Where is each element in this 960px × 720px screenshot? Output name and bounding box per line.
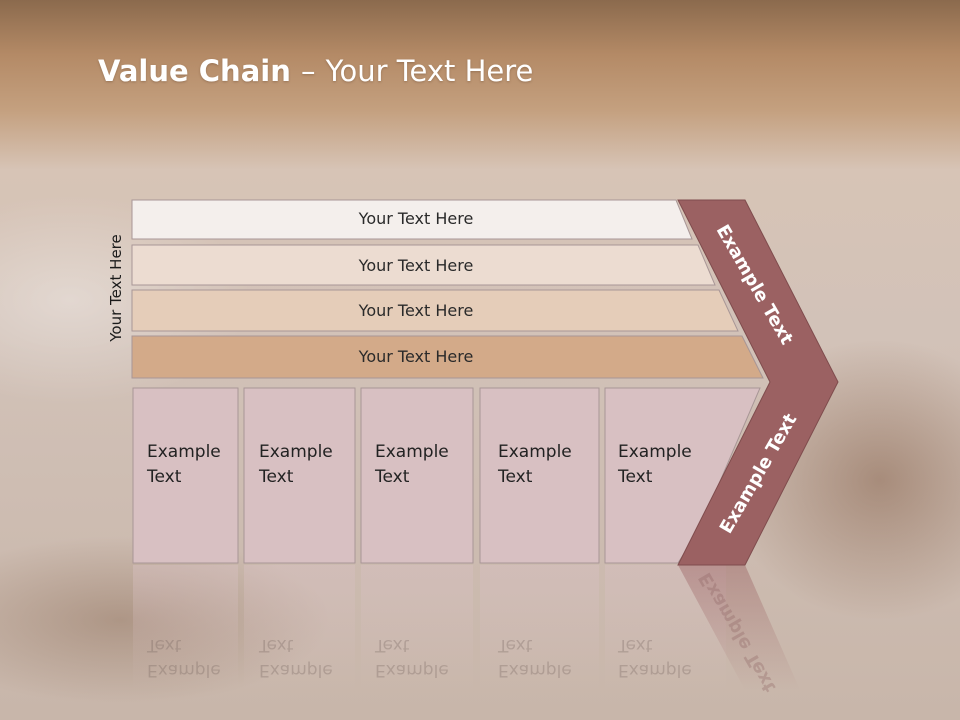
primary-cell-2-reflection: Example Text (259, 635, 333, 680)
support-row-3-label: Your Text Here (358, 301, 474, 320)
primary-cell-3-label: Example Text (375, 442, 449, 487)
primary-cell-1-reflection: Example Text (147, 635, 221, 680)
support-row-1-label: Your Text Here (358, 209, 474, 228)
title-separator: – (300, 54, 316, 88)
primary-cell-5-reflection: Example Text (618, 635, 692, 680)
primary-cell-4 (479, 387, 600, 564)
support-row-2 (131, 244, 716, 286)
primary-cell-1-label: Example Text (147, 442, 221, 487)
primary-cell-5-label: Example Text (618, 442, 692, 487)
primary-cell-3 (360, 387, 474, 564)
title-subtitle: Your Text Here (325, 54, 534, 88)
primary-cell-3-reflection: Example Text (375, 635, 449, 680)
primary-cell-1 (132, 387, 239, 564)
support-row-4-label: Your Text Here (358, 347, 474, 366)
primary-cell-2 (243, 387, 356, 564)
primary-cell-4-reflection: Example Text (498, 635, 572, 680)
margin-chevron (677, 199, 839, 566)
support-row-2-label: Your Text Here (358, 256, 474, 275)
support-row-3 (131, 289, 739, 332)
support-row-4 (131, 335, 764, 379)
primary-cell-2-label: Example Text (259, 442, 333, 487)
primary-cell-4-label: Example Text (498, 442, 572, 487)
support-row-1 (131, 199, 693, 240)
diagram-reflection (133, 565, 800, 690)
title-main: Value Chain (98, 54, 291, 88)
slide-title: Value Chain – Your Text Here (98, 54, 533, 88)
